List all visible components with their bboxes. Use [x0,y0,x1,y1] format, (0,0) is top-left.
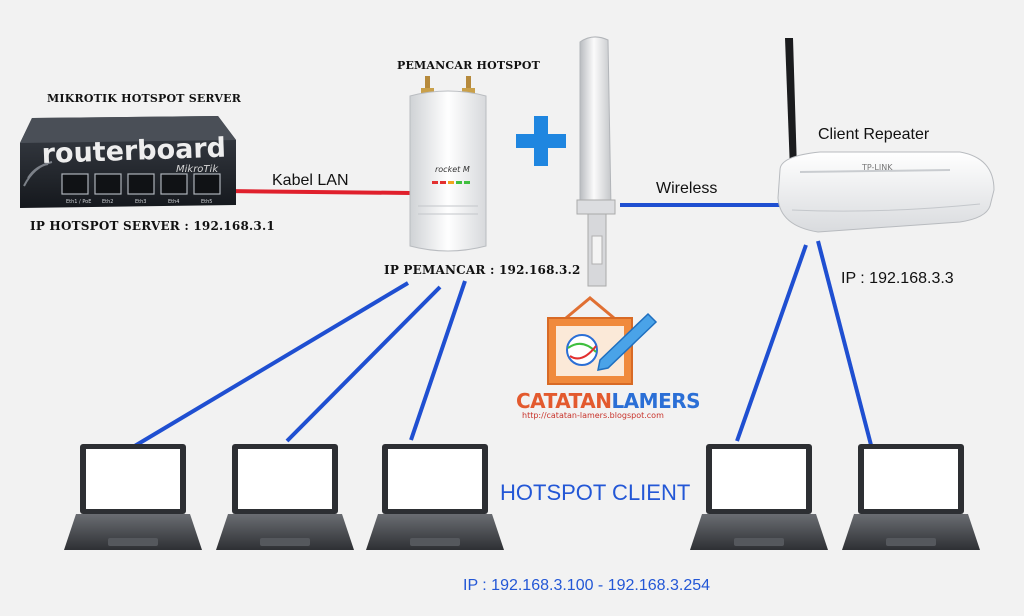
routerboard-brand: routerboard [41,133,226,170]
laptop-1 [64,444,202,550]
transmitter-ip: IP PEMANCAR : 192.168.3.2 [384,263,581,277]
port-label-2: Eth2 [102,199,113,205]
client-link-4 [735,244,808,442]
client-link-3 [409,280,467,441]
repeater-ip: IP : 192.168.3.3 [841,270,954,287]
pencil-icon [597,312,658,371]
logo-text: CATATANLAMERS [516,389,701,413]
port-label-3: Eth3 [135,199,146,205]
port-label-1: Eth1 / PoE [66,199,91,205]
logo-text-part2: LAMERS [611,389,701,413]
plus-icon [516,116,566,166]
logo-text-part1: CATATAN [516,389,612,413]
connection-lines [131,189,873,449]
server-ip: IP HOTSPOT SERVER : 192.168.3.1 [30,219,275,233]
catatanlamers-logo [547,296,658,385]
client-link-2 [285,285,442,443]
tplink-router [777,38,995,233]
ethernet-ports [61,173,221,195]
laptop-2 [216,444,354,550]
cable-label: Kabel LAN [272,172,349,189]
port-label-5: Eth5 [201,199,212,205]
client-link-1 [131,281,410,449]
wireless-label: Wireless [656,180,718,197]
laptop-5 [842,444,980,550]
transmitter-title: PEMANCAR HOTSPOT [397,59,541,72]
repeater-title: Client Repeater [818,126,930,143]
port-label-4: Eth4 [168,199,179,205]
lan-cable-line [224,189,411,195]
logo-url: http://catatan-lamers.blogspot.com [522,411,664,420]
clients-ip-range: IP : 192.168.3.100 - 192.168.3.254 [463,577,711,594]
rocket-brand: rocket M [435,165,470,174]
mikrotik-brand: MikroTik [176,164,219,175]
laptop-3 [366,444,504,550]
tplink-brand: TP-LINK [861,163,893,172]
client-link-5 [816,240,873,446]
clients-title: HOTSPOT CLIENT [500,480,691,505]
server-title: MIKROTIK HOTSPOT SERVER [47,92,242,105]
rocket-transmitter [409,76,487,252]
laptop-4 [690,444,828,550]
routerboard-device [20,116,236,208]
status-leds [432,181,470,184]
omni-antenna [576,36,616,287]
